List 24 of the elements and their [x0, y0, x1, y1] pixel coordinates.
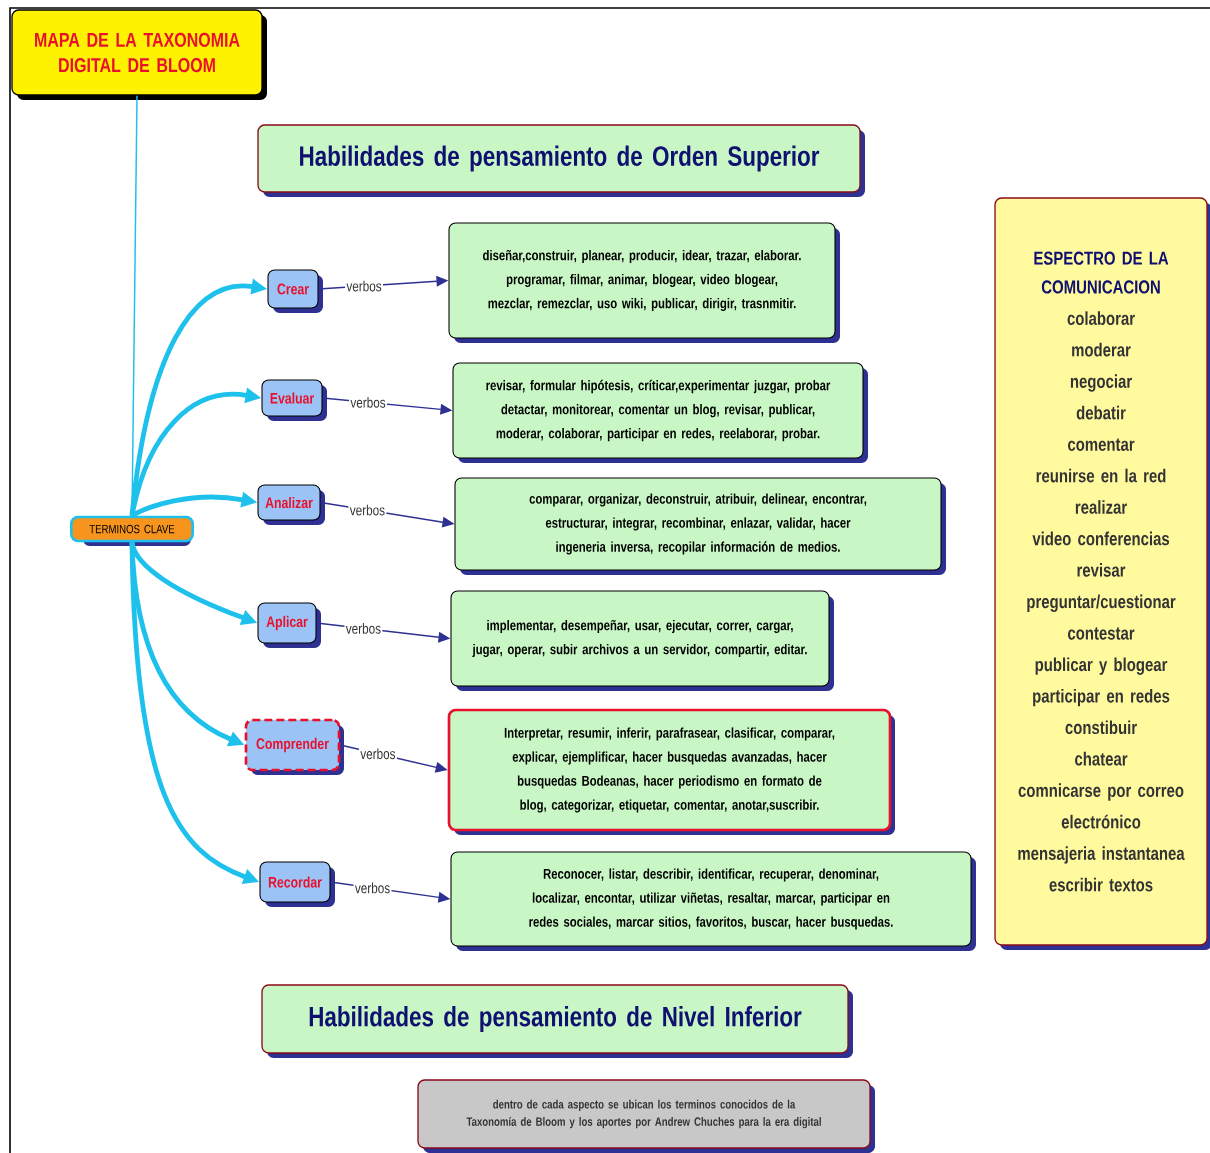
header-banner: Habilidades de pensamiento de Orden Superior: [257, 124, 865, 197]
verb-list-box: diseñar,construir, planear, producir, idear, trazar, elaborar. programar, filmar, animar, blogear, video blogear, mezclar, remezclar, uso wiki, publicar, dirigir, trasnmitir.: [448, 222, 840, 343]
category-box: Comprender: [244, 718, 344, 775]
key-term-box: TERMINOS CLAVE: [70, 515, 194, 546]
title-box: MAPA DE LA TAXONOMIA DIGITAL DE BLOOM: [11, 9, 267, 100]
verb-list-box: comparar, organizar, deconstruir, atribuir, delinear, encontrar, estructurar, integrar, recombinar, enlazar, validar, hacer ingeneria inversa, recopilar información de medios.: [454, 477, 946, 575]
spectrum-box: ESPECTRO DE LA COMUNICACION colaborar moderar negociar debatir comentar reunirse en la red realizar video conferencias revisar preguntar/cuestionar contestar publicar y blogear participar en redes constibuir chatear comnicarse por correo electrónico mensajeria instantanea escribir textos: [994, 197, 1210, 950]
category-box: Recordar: [259, 861, 335, 907]
edge-label: verbos: [344, 621, 383, 636]
category-box: Aplicar: [257, 602, 321, 648]
verb-list-box: revisar, formular hipótesis, críticar,experimentar juzgar, probar detactar, monitorear, comentar un blog, revisar, publicar, moderar, colaborar, participar en redes, reelaborar, probar.: [452, 362, 868, 463]
category-box: Analizar: [257, 484, 325, 525]
category-box: Crear: [267, 269, 323, 313]
header-banner: Habilidades de pensamiento de Nivel Inferior: [261, 984, 853, 1058]
edge-label: verbos: [348, 503, 387, 517]
category-box: Evaluar: [261, 379, 327, 421]
edge-label: verbos: [349, 395, 387, 410]
edge-label: verbos: [353, 881, 392, 895]
edge-label: verbos: [358, 747, 397, 761]
verb-list-box: implementar, desempeñar, usar, ejecutar, correr, cargar, jugar, operar, subir archivos a un servidor, compartir, editar.: [450, 590, 834, 691]
note-box: dentro de cada aspecto se ubican los terminos conocidos de la Taxonomía de Bloom y los aportes por Andrew Chuches para la era digital: [417, 1079, 875, 1153]
verb-list-box: Reconocer, listar, describir, identificar, recuperar, denominar, localizar, encontar, utilizar viñetas, resaltar, marcar, participar en redes sociales, marcar sitios, favoritos, buscar, hacer busquedas.: [450, 851, 976, 951]
edge-label: verbos: [345, 279, 383, 293]
verb-list-box: Interpretar, resumir, inferir, parafrasear, clasificar, comparar, explicar, ejemplificar, hacer busquedas avanzadas, hacer busquedas Bodeanas, hacer periodismo en formato de blog, categorizar, etiquetar, comentar, anotar,suscribir.: [447, 708, 895, 835]
